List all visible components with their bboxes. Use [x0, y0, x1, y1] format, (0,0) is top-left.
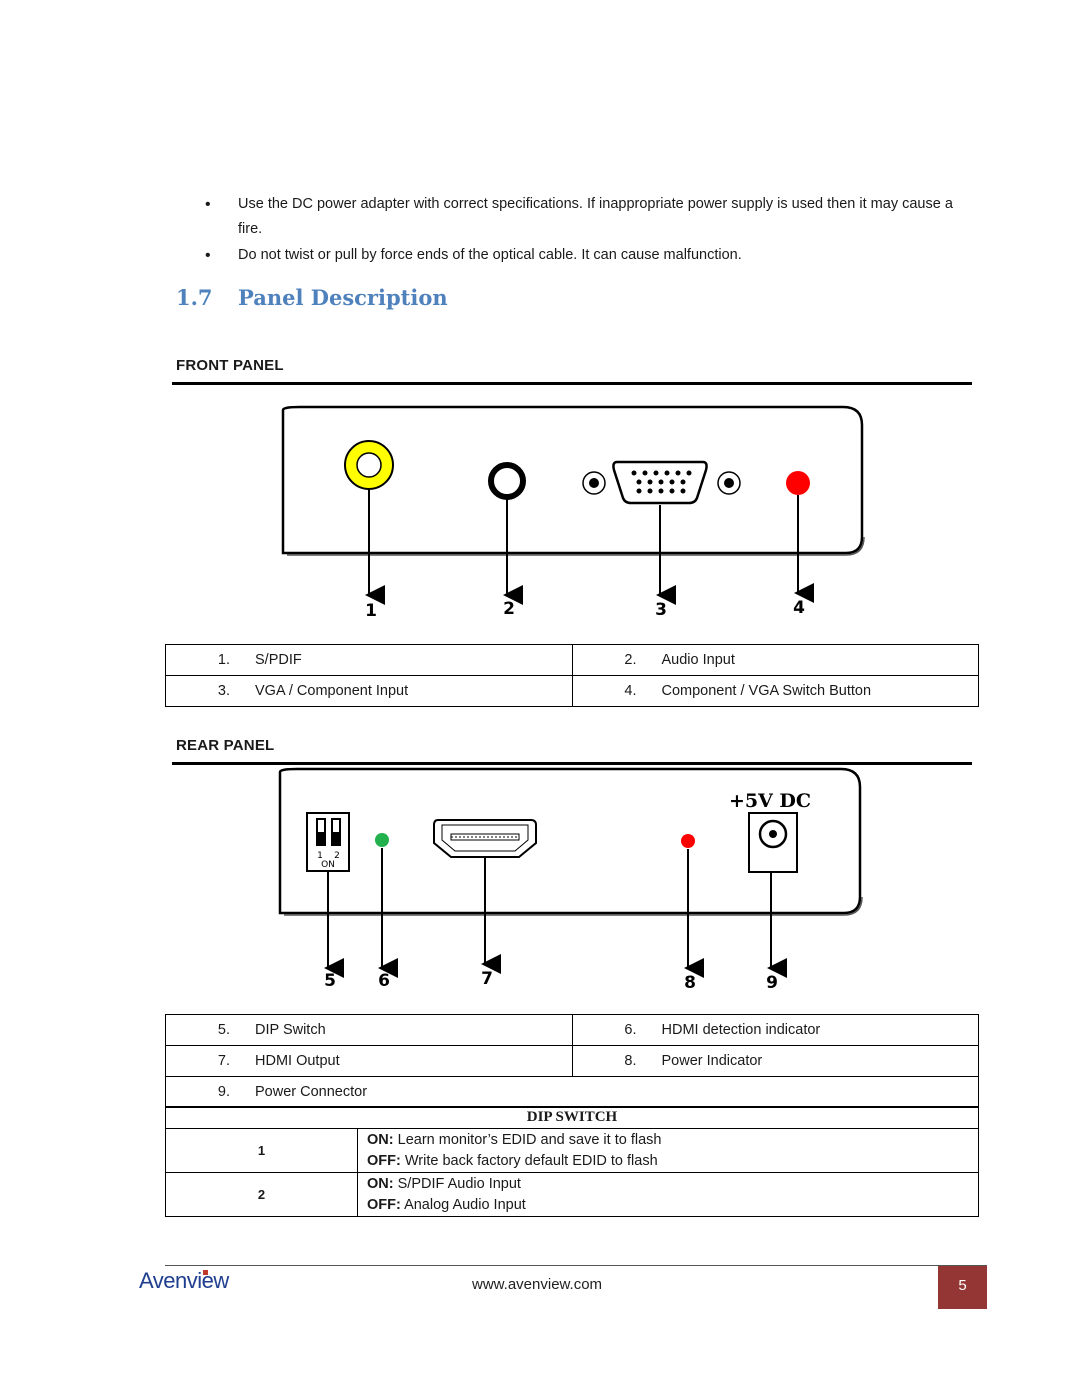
logo-mark-icon [203, 1270, 208, 1275]
dip-switch-number: 1 [165, 1128, 358, 1173]
callout-1: 1 [365, 601, 377, 621]
switch-button-icon [786, 471, 810, 495]
table-cell: 3. VGA / Component Input [165, 675, 573, 707]
off-key: OFF: [367, 1152, 401, 1169]
callout-8: 8 [684, 973, 696, 993]
table-cell: 1. S/PDIF [165, 644, 573, 676]
audio-jack-icon [488, 462, 526, 500]
callout-7: 7 [481, 969, 493, 989]
caution-list: Use the DC power adapter with correct sp… [205, 192, 965, 269]
hdmi-port-icon [433, 819, 537, 858]
table-row: 1. S/PDIF 2. Audio Input [165, 644, 979, 676]
table-cell: 5. DIP Switch [165, 1014, 573, 1046]
item-label: Power Connector [255, 1084, 368, 1100]
table-row: 5. DIP Switch 6. HDMI detection indicator [165, 1014, 979, 1046]
item-number: 6. [624, 1022, 637, 1038]
table-cell: 9. Power Connector [165, 1076, 979, 1108]
item-label: S/PDIF [255, 652, 302, 668]
item-label: Component / VGA Switch Button [661, 683, 872, 699]
off-text: Analog Audio Input [404, 1196, 526, 1213]
item-number: 2. [624, 652, 637, 668]
item-number: 7. [217, 1053, 230, 1069]
table-cell: 8. Power Indicator [571, 1045, 979, 1077]
rear-panel-shadow [284, 896, 863, 916]
on-text: Learn monitor’s EDID and save it to flas… [397, 1131, 662, 1148]
item-label: Audio Input [661, 652, 735, 668]
callout-4: 4 [793, 598, 805, 618]
rear-panel-rule [172, 762, 972, 765]
dip-switch-table: DIP SWITCH 1 ON: Learn monitor’s EDID an… [165, 1106, 979, 1217]
vga-port-icon [582, 460, 741, 505]
power-led-icon [681, 834, 695, 848]
section-heading: 1.7 Panel Description [176, 285, 448, 310]
callout-9: 9 [766, 973, 778, 993]
dip-switch-description: ON: Learn monitor’s EDID and save it to … [357, 1128, 979, 1173]
front-panel-diagram: 1 2 3 4 [281, 405, 865, 621]
dip-label-on: ON [321, 860, 335, 870]
item-number: 9. [217, 1084, 230, 1100]
footer-rule [165, 1265, 987, 1266]
on-key: ON: [367, 1131, 394, 1148]
table-cell: 4. Component / VGA Switch Button [571, 675, 979, 707]
off-key: OFF: [367, 1196, 401, 1213]
page-number: 5 [938, 1266, 987, 1309]
dip-switch-icon: 1 2 ON [306, 812, 350, 872]
dip-label-2: 2 [334, 851, 340, 861]
section-number: 1.7 [176, 285, 213, 310]
table-cell: 7. HDMI Output [165, 1045, 573, 1077]
footer-url: www.avenview.com [472, 1276, 603, 1293]
avenview-logo: Avenview [139, 1268, 229, 1293]
callout-6: 6 [378, 971, 390, 991]
item-number: 5. [217, 1022, 230, 1038]
item-label: HDMI Output [255, 1053, 340, 1069]
table-cell: 2. Audio Input [571, 644, 979, 676]
item-number: 8. [624, 1053, 637, 1069]
front-panel-table: 1. S/PDIF 2. Audio Input 3. VGA / Component… [165, 644, 979, 707]
table-row: 2 ON: S/PDIF Audio Input OFF: Analog Aud… [165, 1172, 979, 1217]
on-text: S/PDIF Audio Input [397, 1175, 521, 1192]
callout-5: 5 [324, 971, 336, 991]
dip-switch-description: ON: S/PDIF Audio Input OFF: Analog Audio… [357, 1172, 979, 1217]
spdif-core-icon [356, 452, 382, 478]
power-label: +5V DC [729, 790, 811, 812]
item-number: 3. [217, 683, 230, 699]
rear-panel-heading: REAR PANEL [176, 737, 275, 754]
caution-item: Do not twist or pull by force ends of th… [205, 243, 965, 268]
item-label: VGA / Component Input [255, 683, 409, 699]
item-label: DIP Switch [255, 1022, 326, 1038]
dip-switch-title: DIP SWITCH [165, 1106, 979, 1129]
rear-panel-diagram: 1 2 ON +5V DC 5 6 7 8 9 [278, 767, 863, 993]
off-text: Write back factory default EDID to flash [404, 1152, 658, 1169]
table-cell: 6. HDMI detection indicator [571, 1014, 979, 1046]
callout-2: 2 [503, 599, 515, 619]
rear-panel-outline [278, 767, 862, 915]
table-row: 3. VGA / Component Input 4. Component / VG… [165, 675, 979, 707]
table-row: 9. Power Connector [165, 1076, 979, 1108]
caution-item: Use the DC power adapter with correct sp… [205, 192, 965, 242]
table-row: 7. HDMI Output 8. Power Indicator [165, 1045, 979, 1077]
on-key: ON: [367, 1175, 394, 1192]
item-number: 1. [217, 652, 230, 668]
front-panel-shadow [287, 536, 865, 556]
section-title: Panel Description [238, 285, 448, 310]
rear-panel-table: 5.DIP Switch 6.HDMI detection indicator … [165, 1014, 979, 1108]
hdmi-detect-led-icon [375, 833, 389, 847]
callout-3: 3 [655, 600, 667, 620]
dip-label-1: 1 [317, 851, 323, 861]
table-row: 1 ON: Learn monitor’s EDID and save it t… [165, 1128, 979, 1173]
front-panel-heading: FRONT PANEL [176, 357, 284, 374]
table-row: DIP SWITCH [165, 1106, 979, 1129]
front-panel-rule [172, 382, 972, 385]
item-label: HDMI detection indicator [661, 1022, 821, 1038]
front-panel-outline [281, 405, 864, 555]
item-label: Power Indicator [661, 1053, 763, 1069]
dip-switch-number: 2 [165, 1172, 358, 1217]
item-number: 4. [624, 683, 637, 699]
